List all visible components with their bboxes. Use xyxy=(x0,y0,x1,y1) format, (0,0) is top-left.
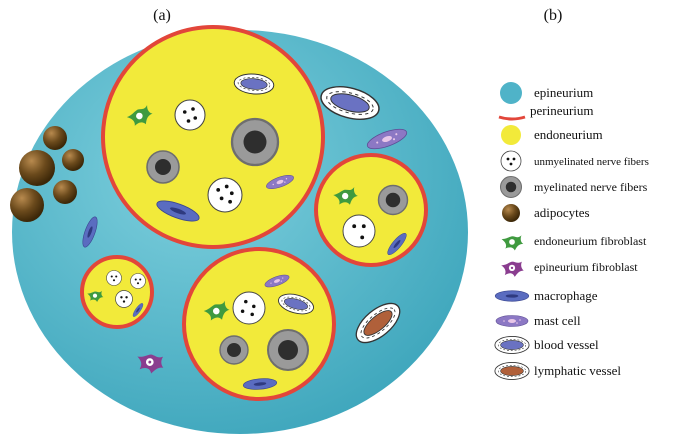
mast-cell-icon xyxy=(495,315,529,327)
panel-label-b: (b) xyxy=(544,7,563,24)
legend-label: unmyelinated nerve fibers xyxy=(534,156,649,168)
legend-label: myelinated nerve fibers xyxy=(534,180,648,194)
legend-label: lymphatic vessel xyxy=(534,363,621,378)
legend-label: endoneurium xyxy=(534,127,603,142)
fascicle-large xyxy=(101,25,325,249)
nerve-cross-section xyxy=(10,25,468,434)
legend-label: perineurium xyxy=(530,103,594,118)
legend: epineurium perineurium endoneurium unmye… xyxy=(494,82,649,380)
endoneurium-icon xyxy=(501,125,521,145)
myelinated-fiber-icon xyxy=(499,175,523,199)
fascicle-small xyxy=(80,255,154,329)
fascicle-right xyxy=(314,153,428,267)
legend-label: adipocytes xyxy=(534,205,590,220)
panel-label-a: (a) xyxy=(153,7,171,24)
adipocyte-cluster xyxy=(10,126,84,222)
epineurium-fibroblast-icon xyxy=(501,261,524,277)
legend-label: macrophage xyxy=(534,288,598,303)
epineurium-icon xyxy=(500,82,522,104)
blood-vessel-icon xyxy=(494,336,530,354)
endoneurium-fibroblast-icon xyxy=(501,235,524,251)
legend-label: endoneurium fibroblast xyxy=(534,234,647,248)
macrophage-icon xyxy=(494,290,530,302)
legend-label: epineurium xyxy=(534,85,593,100)
lymphatic-vessel-icon xyxy=(494,362,530,380)
unmyelinated-fiber-icon xyxy=(500,150,522,172)
legend-label: mast cell xyxy=(534,313,581,328)
fascicle-bottom xyxy=(182,247,336,401)
legend-label: blood vessel xyxy=(534,337,599,352)
adipocyte-icon xyxy=(502,204,520,222)
legend-label: epineurium fibroblast xyxy=(534,260,638,274)
perineurium-icon xyxy=(498,115,526,121)
